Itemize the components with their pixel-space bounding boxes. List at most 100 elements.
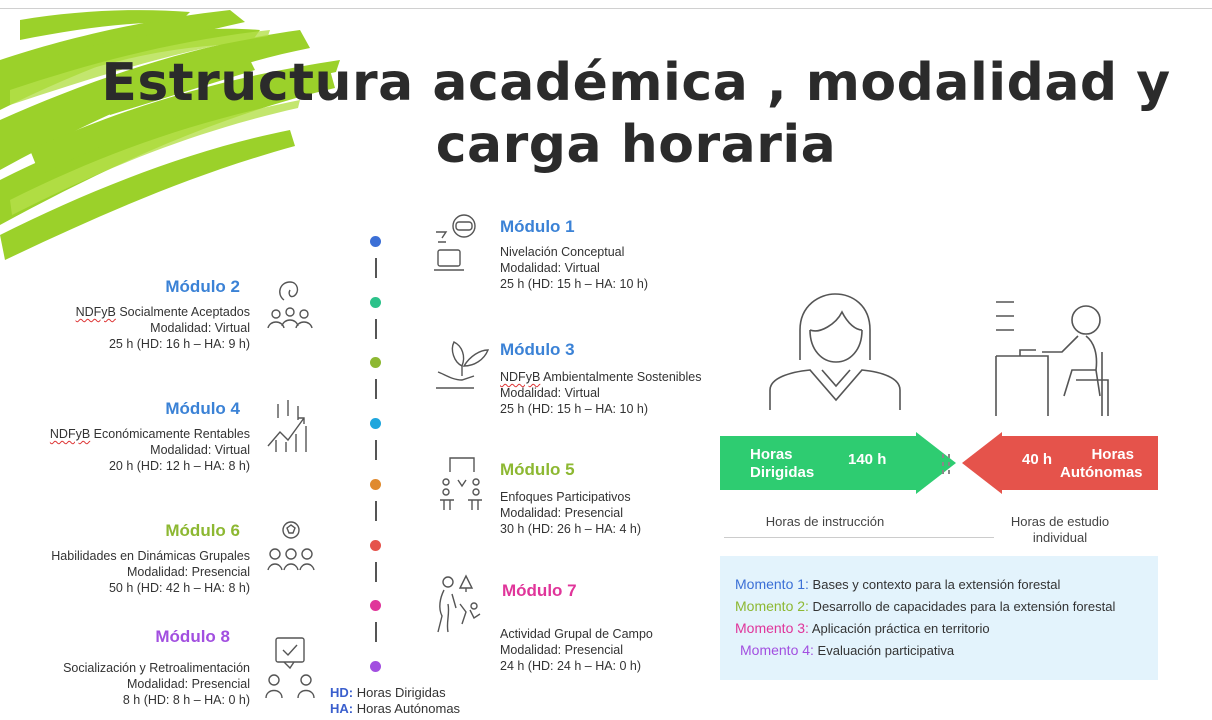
module-8-title: Módulo 8 [155, 627, 230, 646]
directed-hours-label-line1: Horas [750, 446, 793, 463]
moment-4-key: Momento 4: [740, 642, 814, 658]
module-5-modality: Modalidad: Presencial [500, 506, 623, 520]
green-brush-stroke [0, 10, 340, 260]
legend-hd: HD: Horas Dirigidas [330, 685, 460, 701]
module-7-title: Módulo 7 [502, 581, 577, 600]
module-4-name-rest: Económicamente Rentables [90, 427, 250, 441]
timeline-dot-8 [370, 661, 381, 672]
legend-hd-text: Horas Dirigidas [353, 685, 446, 700]
module-1-name: Nivelación Conceptual [500, 245, 625, 259]
instructor-icon [769, 293, 901, 410]
top-divider [0, 8, 1212, 9]
module-1-hours: 25 h (HD: 15 h – HA: 10 h) [500, 277, 648, 291]
meeting-icon [440, 457, 482, 510]
timeline-segment [375, 562, 377, 582]
module-4-name-acronym: NDFyB [49, 427, 91, 441]
timeline-segment [375, 379, 377, 399]
moment-3-key: Momento 3: [735, 620, 809, 636]
directed-hours-arrow [720, 432, 956, 494]
module-6-modality: Modalidad: Presencial [127, 565, 250, 579]
directed-hours-label: Horas Dirigidas [750, 446, 814, 482]
module-2-modality: Modalidad: Virtual [150, 321, 250, 335]
module-6-name: Habilidades en Dinámicas Grupales [51, 549, 250, 563]
module-1-title: Módulo 1 [500, 217, 575, 236]
module-6: Módulo 6 Habilidades en Dinámicas Grupal… [20, 520, 250, 596]
study-hours-caption-line1: Horas de estudio [1010, 514, 1110, 529]
student-studying-icon [995, 301, 1109, 416]
timeline-dot-4 [370, 418, 381, 429]
title-line-2: carga horaria [435, 115, 837, 175]
module-3-modality: Modalidad: Virtual [500, 386, 600, 400]
timeline-dot-7 [370, 600, 381, 611]
timeline-segment [375, 319, 377, 339]
module-2: Módulo 2 NDFyB Socialmente Aceptados Mod… [20, 276, 250, 352]
module-3-name-acronym: NDFyB [500, 370, 541, 384]
module-5-name: Enfoques Participativos [500, 490, 631, 504]
legend-ha: HA: Horas Autónomas [330, 701, 460, 717]
autonomous-hours-label: Horas Autónomas [1060, 446, 1143, 482]
autonomous-hours-arrow [962, 432, 1158, 494]
growth-chart-icon [267, 400, 307, 452]
instruction-hours-caption: Horas de instrucción [765, 514, 885, 529]
module-5-hours: 30 h (HD: 26 h – HA: 4 h) [500, 522, 642, 536]
autonomous-hours-label-line1: Horas [1091, 446, 1134, 463]
module-2-hours: 25 h (HD: 16 h – HA: 9 h) [108, 337, 250, 351]
moment-2-text: Desarrollo de capacidades para la extens… [808, 599, 1116, 614]
module-3-name: NDFyB Ambientalmente Sostenibles [500, 369, 702, 385]
module-8: Módulo 8 Socialización y Retroalimentaci… [20, 626, 250, 708]
moment-3: Momento 3: Aplicación práctica en territ… [735, 620, 990, 637]
timeline-dot-5 [370, 479, 381, 490]
module-3-title: Módulo 3 [500, 340, 575, 359]
directed-hours-label-line2: Dirigidas [750, 464, 815, 481]
module-3: Módulo 3 NDFyB Ambientalmente Sostenible… [500, 339, 702, 417]
legend-hd-key: HD: [330, 685, 354, 700]
abbreviation-legend: HD: Horas Dirigidas HA: Horas Autónomas [330, 685, 460, 717]
timeline-dot-6 [370, 540, 381, 551]
plant-hand-icon [436, 341, 490, 389]
module-7: Módulo 7 Actividad Grupal de Campo Modal… [500, 580, 653, 674]
timeline-segment [375, 622, 377, 642]
dotted-divider [942, 454, 950, 474]
timeline-segment [375, 258, 377, 278]
moment-1-text: Bases y contexto para la extensión fores… [808, 577, 1061, 592]
legend-ha-key: HA: [330, 701, 354, 716]
autonomous-hours-label-line2: Autónomas [1060, 464, 1143, 481]
moment-1-key: Momento 1: [735, 576, 809, 592]
module-2-title: Módulo 2 [165, 277, 240, 296]
module-2-name-rest: Socialmente Aceptados [115, 305, 250, 319]
module-7-modality: Modalidad: Presencial [500, 643, 623, 657]
timeline-segment [375, 440, 377, 460]
module-6-hours: 50 h (HD: 42 h – HA: 8 h) [108, 581, 250, 595]
module-5: Módulo 5 Enfoques Participativos Modalid… [500, 459, 641, 537]
module-5-title: Módulo 5 [500, 460, 575, 479]
module-1: Módulo 1 Nivelación Conceptual Modalidad… [500, 216, 648, 292]
study-hours-caption: Horas de estudio individual [990, 514, 1130, 546]
timeline-dot-3 [370, 357, 381, 368]
team-ball-icon [267, 521, 315, 571]
directed-hours-value: 140 h [848, 451, 887, 468]
autonomous-hours-value: 40 h [1022, 451, 1053, 468]
module-8-hours: 8 h (HD: 8 h – HA: 0 h) [122, 693, 250, 707]
moment-4-text: Evaluación participativa [813, 643, 955, 658]
module-1-modality: Modalidad: Virtual [500, 261, 600, 275]
moment-3-text: Aplicación práctica en territorio [808, 621, 990, 636]
vr-headset-icon [434, 214, 476, 271]
module-3-hours: 25 h (HD: 15 h – HA: 10 h) [500, 402, 648, 416]
title-line-1: Estructura académica , modalidad y [101, 53, 1171, 113]
module-4: Módulo 4 NDFyB Económicamente Rentables … [20, 398, 250, 474]
timeline-dot-1 [370, 236, 381, 247]
module-7-hours: 24 h (HD: 24 h – HA: 0 h) [500, 659, 642, 673]
module-4-name: NDFyB Económicamente Rentables [20, 426, 250, 442]
module-2-name-acronym: NDFyB [75, 305, 116, 319]
module-3-name-rest: Ambientalmente Sostenibles [540, 370, 702, 384]
module-6-title: Módulo 6 [165, 521, 240, 540]
field-hiking-icon [437, 574, 481, 633]
study-hours-caption-line2: individual [1032, 530, 1088, 545]
feedback-icon [265, 637, 315, 699]
module-8-name: Socialización y Retroalimentación [63, 661, 250, 675]
legend-ha-text: Horas Autónomas [353, 701, 461, 716]
timeline-segment [375, 501, 377, 521]
caption-divider [724, 537, 994, 538]
module-8-modality: Modalidad: Presencial [127, 677, 250, 691]
timeline-dot-2 [370, 297, 381, 308]
